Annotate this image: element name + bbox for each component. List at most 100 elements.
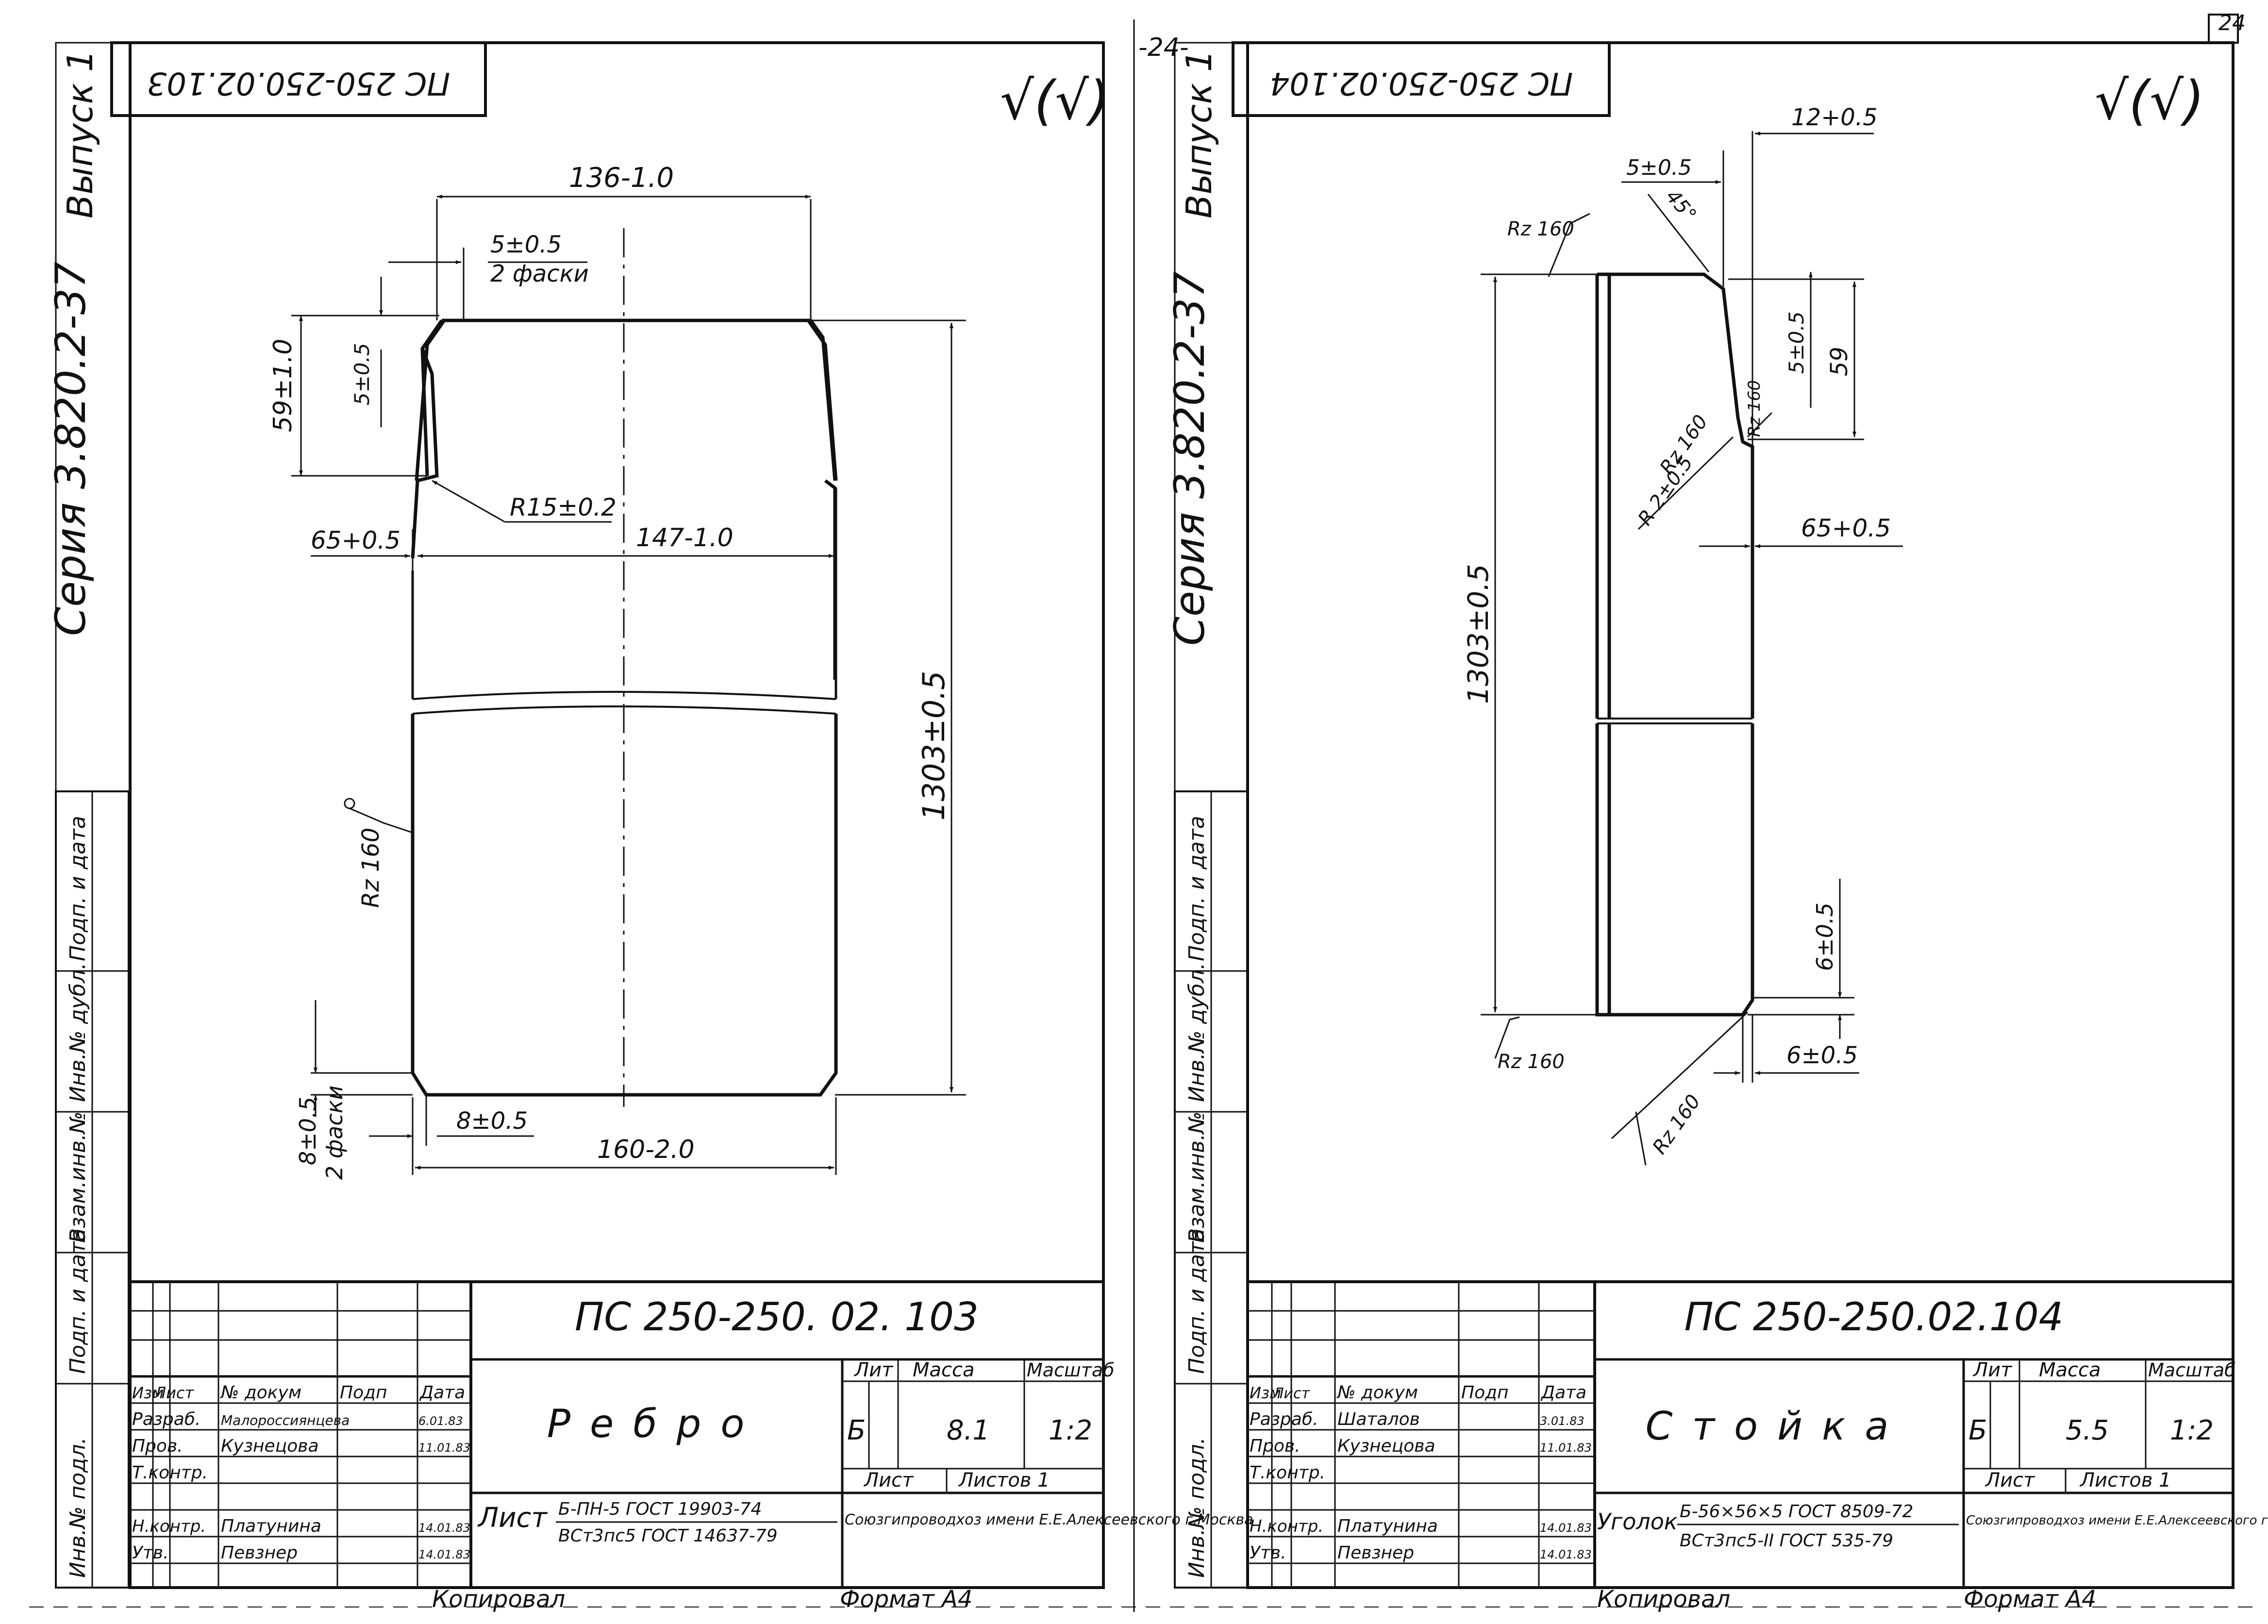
svg-text:Взам.инв.№: Взам.инв.№ bbox=[1184, 1111, 1209, 1243]
dim-chamfer-bottom-note: 2 фаски bbox=[321, 1086, 348, 1180]
svg-text:Подп. и дата: Подп. и дата bbox=[66, 816, 90, 961]
material-label: Лист bbox=[477, 1502, 548, 1534]
dim-roughness: Rz 160 bbox=[357, 828, 384, 908]
sheet-left: ПС 250-250.02.103 √(√) Серия 3.820.2-37 … bbox=[47, 41, 1253, 1613]
dim-chamfer-top: 5±0.5 bbox=[1626, 155, 1692, 180]
svg-text:14.01.83: 14.01.83 bbox=[1540, 1521, 1592, 1535]
svg-text:Масштаб: Масштаб bbox=[2148, 1359, 2236, 1381]
svg-text:Лист: Лист bbox=[1272, 1385, 1311, 1402]
lit-value: Б bbox=[847, 1415, 866, 1446]
svg-text:3.01.83: 3.01.83 bbox=[1540, 1414, 1584, 1428]
dimensions-post: 12+0.5 5±0.5 45° Rz 160 59 5±0.5 Rz 160 … bbox=[1462, 104, 1903, 1166]
dim-bottom-width: 160-2.0 bbox=[597, 1135, 695, 1164]
sheet-frame bbox=[129, 41, 1105, 1589]
material-top: Б-ПН-5 ГОСТ 19903-74 bbox=[558, 1499, 762, 1519]
svg-text:Копировал: Копировал bbox=[1597, 1586, 1730, 1613]
material-bottom: ВСт3пс5 ГОСТ 14637-79 bbox=[558, 1526, 778, 1546]
svg-text:Масштаб: Масштаб bbox=[1027, 1359, 1115, 1381]
rz-bottom-left: Rz 160 bbox=[1498, 1051, 1565, 1073]
svg-text:Листов 1: Листов 1 bbox=[958, 1469, 1050, 1491]
svg-text:Пров.: Пров. bbox=[132, 1436, 183, 1456]
title-block-right: Изм Лист № докум Подп Дата Разраб. Шатал… bbox=[1246, 1280, 2268, 1589]
svg-text:Копировал: Копировал bbox=[432, 1586, 565, 1613]
svg-text:Утв.: Утв. bbox=[1250, 1543, 1286, 1563]
svg-text:Дата: Дата bbox=[419, 1383, 465, 1403]
svg-text:Формат А4: Формат А4 bbox=[840, 1586, 972, 1613]
svg-text:Н.контр.: Н.контр. bbox=[132, 1517, 206, 1536]
svg-text:Платунина: Платунина bbox=[221, 1516, 321, 1536]
svg-text:№ докум: № докум bbox=[220, 1383, 301, 1403]
material-bottom: ВСт3пс5-II ГОСТ 535-79 bbox=[1680, 1531, 1893, 1551]
scale-value: 1:2 bbox=[1049, 1415, 1092, 1446]
dim-top-off: 12+0.5 bbox=[1791, 104, 1878, 131]
org-name: Союзгипроводхоз имени Е.Е.Алексеевского … bbox=[845, 1511, 1253, 1528]
code-top: ПС 250-250.02.103 bbox=[147, 65, 450, 101]
drawing-title: Стойка bbox=[1646, 1404, 1908, 1449]
lit-value: Б bbox=[1968, 1415, 1987, 1446]
svg-text:Кузнецова: Кузнецова bbox=[1337, 1436, 1435, 1456]
part-rib bbox=[411, 228, 838, 1107]
dim-chamfer-v: 5±0.5 bbox=[1784, 311, 1808, 374]
svg-text:Пров.: Пров. bbox=[1250, 1436, 1301, 1456]
svg-text:6.01.83: 6.01.83 bbox=[418, 1414, 463, 1428]
svg-text:Инв.№ подл.: Инв.№ подл. bbox=[1184, 1437, 1209, 1578]
svg-text:11.01.83: 11.01.83 bbox=[418, 1441, 470, 1455]
svg-text:14.01.83: 14.01.83 bbox=[418, 1548, 470, 1561]
svg-text:11.01.83: 11.01.83 bbox=[1540, 1441, 1592, 1455]
code-top: ПС 250-250.02.104 bbox=[1270, 65, 1573, 101]
dim-offset: 65+0.5 bbox=[311, 526, 400, 554]
issue-label: Выпуск 1 bbox=[60, 50, 100, 218]
svg-text:Певзнер: Певзнер bbox=[221, 1543, 298, 1563]
dim-chamfer-bottom-v: 6±0.5 bbox=[1812, 903, 1838, 971]
page-number-left: -24- bbox=[1138, 33, 1189, 62]
dim-chamfer-side: 5±0.5 bbox=[350, 343, 374, 405]
side-stamp: Инв.№ подл. Подп. и дата Взам.инв.№ Инв.… bbox=[55, 790, 130, 1589]
svg-text:Инв.№ дубл.: Инв.№ дубл. bbox=[66, 963, 90, 1102]
dim-chamfer-bottom-h: 6±0.5 bbox=[1786, 1042, 1858, 1069]
svg-text:Инв.№ дубл.: Инв.№ дубл. bbox=[1184, 963, 1209, 1102]
svg-text:Взам.инв.№: Взам.инв.№ bbox=[66, 1111, 90, 1243]
drawing-code: ПС 250-250. 02. 103 bbox=[575, 1294, 979, 1339]
part-post bbox=[1595, 272, 1754, 1017]
svg-text:Утв.: Утв. bbox=[132, 1543, 169, 1563]
svg-text:Подп. и дата: Подп. и дата bbox=[1184, 816, 1209, 961]
dim-top-width: 136-1.0 bbox=[569, 162, 674, 194]
svg-text:14.01.83: 14.01.83 bbox=[418, 1521, 470, 1535]
dim-offset: 65+0.5 bbox=[1801, 514, 1891, 542]
dim-chamfer-top-note: 2 фаски bbox=[490, 260, 589, 287]
svg-text:Малороссиянцева: Малороссиянцева bbox=[221, 1412, 350, 1428]
svg-text:Формат А4: Формат А4 bbox=[1964, 1586, 2096, 1613]
svg-text:Т.контр.: Т.контр. bbox=[132, 1463, 208, 1483]
svg-text:14.01.83: 14.01.83 bbox=[1540, 1548, 1592, 1561]
dimensions-rib: 136-1.0 5±0.5 2 фаски 59±1.0 5±0.5 R15±0… bbox=[268, 162, 966, 1180]
svg-text:Лист: Лист bbox=[863, 1469, 914, 1491]
dim-chamfer-45: 45° bbox=[1661, 185, 1701, 226]
series-label: Серия 3.820.2-37 bbox=[1166, 271, 1214, 646]
rz-corner: Rz 160 bbox=[1745, 380, 1764, 437]
mass-value: 8.1 bbox=[947, 1415, 990, 1446]
series-label: Серия 3.820.2-37 bbox=[47, 262, 95, 636]
scale-value: 1:2 bbox=[2170, 1415, 2214, 1446]
svg-text:Изм: Изм bbox=[1250, 1384, 1281, 1402]
svg-text:Подп. и дата: Подп. и дата bbox=[66, 1228, 90, 1374]
svg-text:Кузнецова: Кузнецова bbox=[221, 1436, 319, 1456]
sheet-frame bbox=[1246, 41, 2235, 1589]
dim-mid-width: 147-1.0 bbox=[636, 523, 734, 552]
svg-text:Подп: Подп bbox=[340, 1383, 387, 1403]
drawing-code: ПС 250-250.02.104 bbox=[1684, 1294, 2063, 1339]
material-top: Б-56×56×5 ГОСТ 8509-72 bbox=[1680, 1502, 1913, 1522]
svg-text:Лит: Лит bbox=[1972, 1359, 2013, 1381]
drawing-title: Ребро bbox=[547, 1401, 764, 1446]
dim-chamfer-top: 5±0.5 bbox=[490, 231, 562, 258]
code-box bbox=[110, 41, 487, 117]
svg-text:Подп: Подп bbox=[1461, 1383, 1509, 1403]
sheet-right: ПС 250-250.02.104 √(√) Серия 3.820.2-37 … bbox=[1166, 14, 2268, 1613]
dim-height-top: 59±1.0 bbox=[268, 339, 298, 432]
svg-text:Листов 1: Листов 1 bbox=[2079, 1469, 2171, 1491]
dim-height: 1303±0.5 bbox=[916, 671, 951, 820]
material-label: Уголок bbox=[1597, 1508, 1678, 1535]
svg-text:Дата: Дата bbox=[1540, 1383, 1586, 1403]
svg-text:Лист: Лист bbox=[154, 1384, 194, 1402]
title-block-left: Изм Лист № докум Подп Дата Разраб. Малор… bbox=[129, 1280, 1253, 1589]
svg-text:Лит: Лит bbox=[853, 1359, 894, 1381]
